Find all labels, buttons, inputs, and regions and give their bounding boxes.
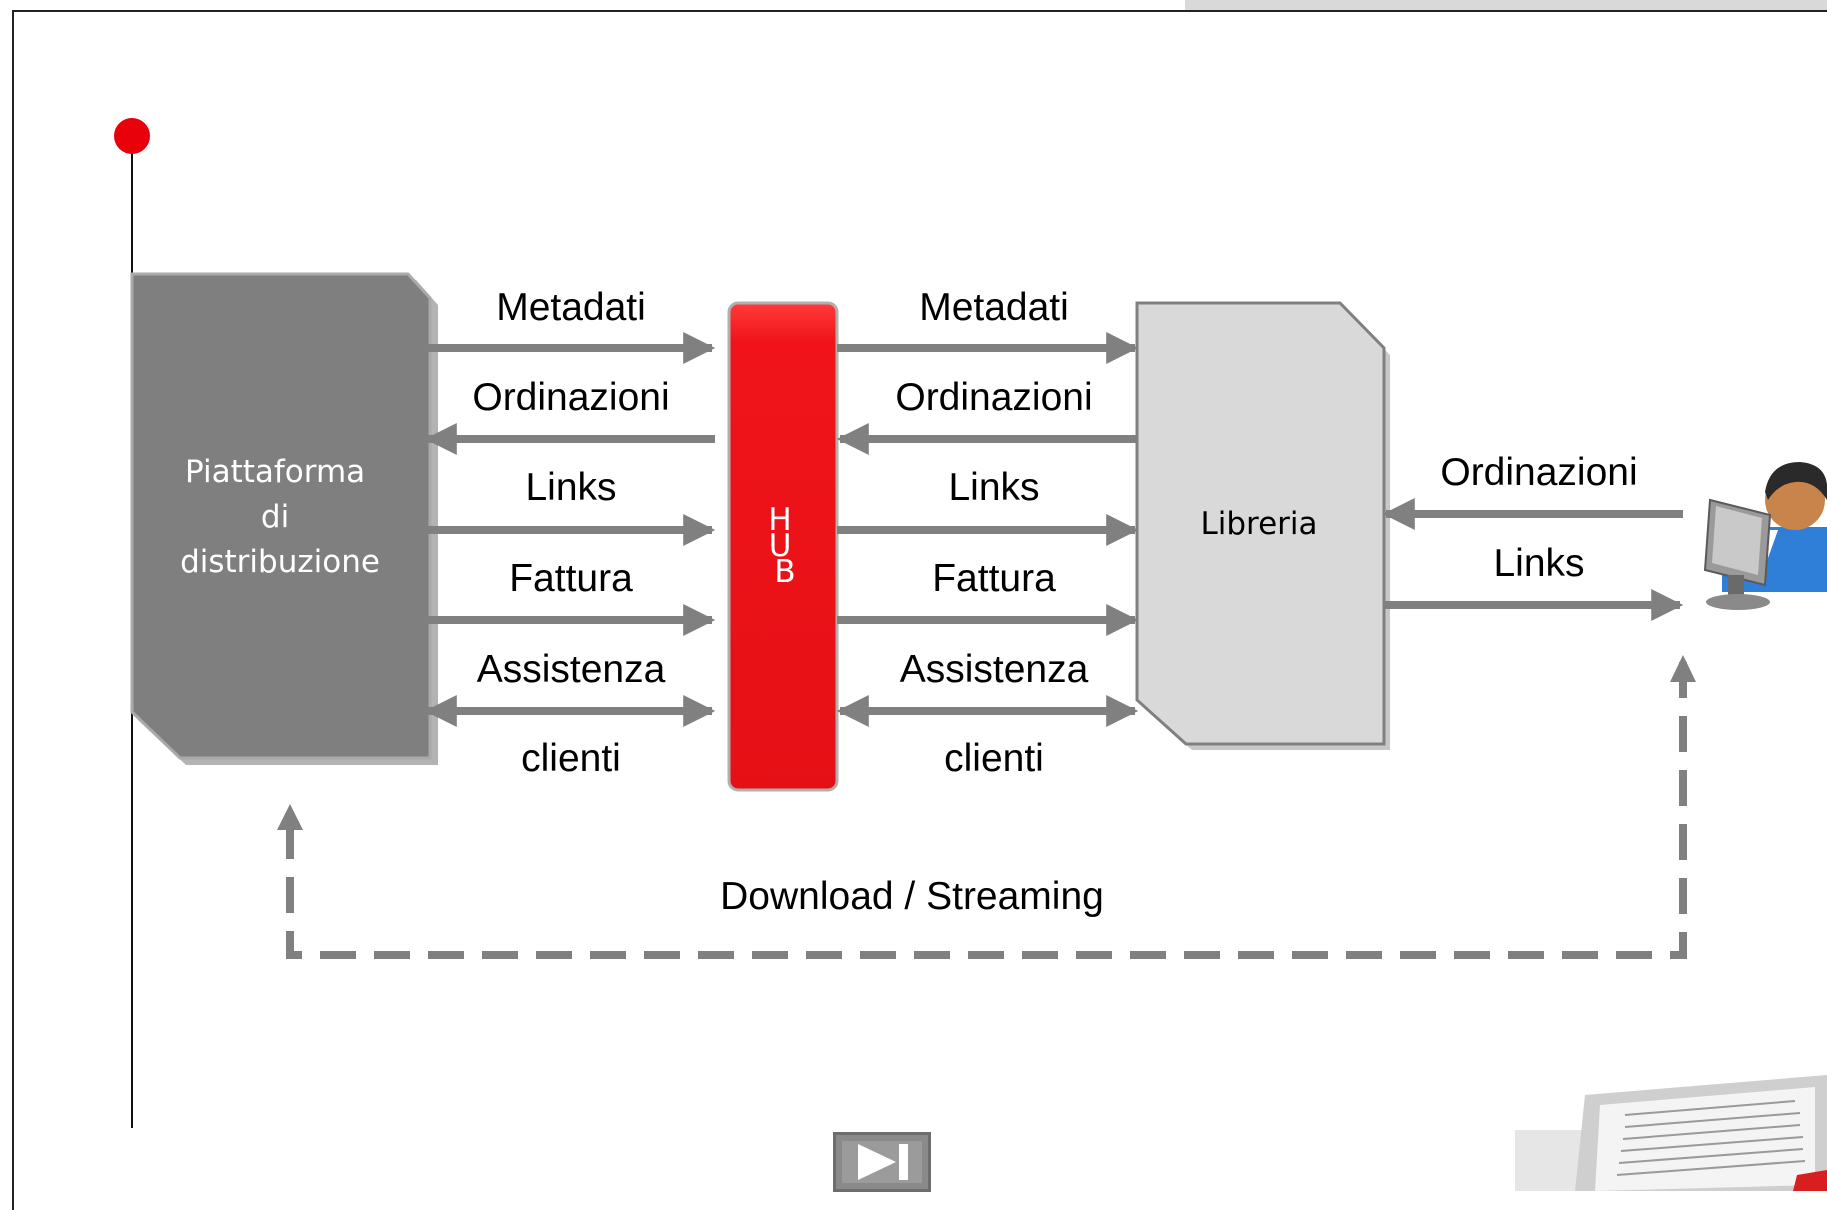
slide-frame	[12, 10, 1827, 1210]
download-loop-arrow	[286, 662, 1687, 959]
hub-letter-h: H	[768, 502, 791, 538]
label-left-assistenza: Assistenza	[477, 648, 666, 691]
download-arrowhead-right	[1670, 655, 1696, 682]
label-right-fattura: Fattura	[932, 557, 1056, 600]
svg-text:Piattaforma di dis: Piattaforma di distribuzione	[180, 454, 380, 580]
label-user-ordinazioni: Ordinazioni	[1440, 451, 1637, 494]
timeline-dot	[114, 118, 150, 154]
platform-label-line-1: Piattaforma	[185, 454, 365, 490]
hub-letter-b: B	[774, 554, 795, 590]
hub-box: H U B	[727, 301, 839, 792]
download-arrowhead-left	[277, 804, 303, 830]
label-right-links: Links	[948, 466, 1039, 509]
label-left-links: Links	[525, 466, 616, 509]
label-left-fattura: Fattura	[509, 557, 633, 600]
platform-label-line-2: di	[261, 499, 289, 535]
label-user-links: Links	[1493, 542, 1584, 585]
label-left-metadati: Metadati	[496, 286, 646, 329]
label-left-clienti: clienti	[521, 737, 621, 780]
next-slide-button[interactable]	[833, 1132, 931, 1192]
library-label: Libreria	[1200, 506, 1317, 542]
platform-label-line-3: distribuzione	[180, 544, 380, 580]
ereader-decoration	[1515, 1075, 1827, 1191]
svg-text:H U B: H U B	[768, 502, 801, 590]
skip-forward-icon	[842, 1141, 922, 1183]
platform-box: Piattaforma di distribuzione	[130, 272, 438, 765]
label-left-ordinazioni: Ordinazioni	[472, 376, 669, 419]
top-bar	[1185, 0, 1827, 10]
user-at-computer-icon	[1703, 462, 1827, 610]
label-download-streaming: Download / Streaming	[720, 875, 1104, 918]
hub-letter-u: U	[769, 528, 792, 564]
label-right-clienti: clienti	[944, 737, 1044, 780]
label-right-assistenza: Assistenza	[900, 648, 1089, 691]
label-right-ordinazioni: Ordinazioni	[895, 376, 1092, 419]
library-box: Libreria	[1135, 301, 1390, 750]
label-right-metadati: Metadati	[919, 286, 1069, 329]
